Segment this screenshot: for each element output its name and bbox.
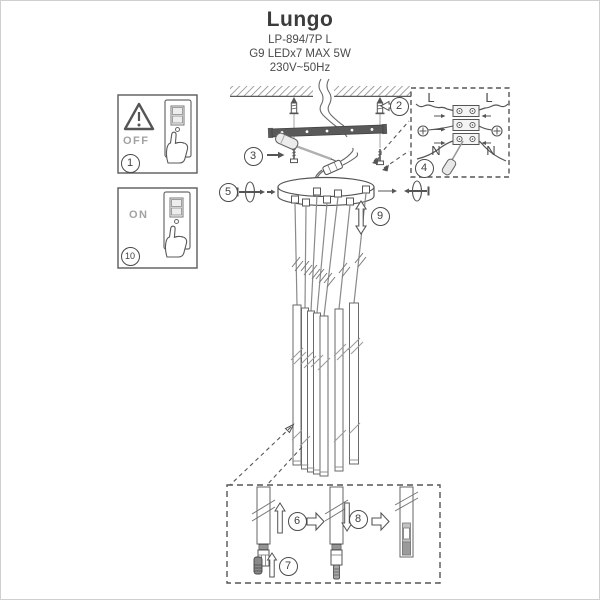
product-title: Lungo xyxy=(266,8,334,31)
assembly-detail-box xyxy=(226,484,441,584)
next-step-arrow xyxy=(371,511,390,532)
step-3-badge: 3 xyxy=(243,146,263,166)
step-10-badge: 10 xyxy=(120,246,140,266)
wire-insert-arrows xyxy=(434,114,491,145)
screwdriver-icon xyxy=(274,132,336,162)
tube-shine-marks xyxy=(290,337,364,447)
rod-with-bulb xyxy=(324,486,349,580)
earth-terminals xyxy=(417,125,503,137)
mounting-bracket xyxy=(267,123,388,139)
wiring-detail-leaders xyxy=(372,120,410,172)
step-7-badge: 7 xyxy=(278,556,298,576)
height-adjust-arrow xyxy=(355,199,367,236)
terminal-blocks xyxy=(452,105,480,145)
canopy-screw-right-icon xyxy=(378,180,430,202)
neutral-label-right: N xyxy=(486,143,496,158)
assembled-rod xyxy=(394,486,419,558)
step-6-badge: 6 xyxy=(287,511,307,531)
cord-break-marks xyxy=(291,252,367,288)
on-label: ON xyxy=(129,209,149,221)
live-wires xyxy=(415,103,509,112)
off-panel-box xyxy=(117,94,198,174)
g9-bulb-icon xyxy=(253,556,263,575)
canopy-screw-left-icon xyxy=(236,181,276,203)
neutral-wires xyxy=(416,140,507,162)
on-panel-box xyxy=(117,187,198,269)
off-label: OFF xyxy=(123,135,150,147)
step-1-badge: 1 xyxy=(120,153,140,173)
neutral-label-left: N xyxy=(431,143,441,158)
small-screwdriver-icon xyxy=(441,140,464,176)
step-2-badge: 2 xyxy=(389,96,409,116)
ceiling-hatch xyxy=(230,86,411,98)
up-arrow xyxy=(274,502,286,534)
suspension-cords xyxy=(294,192,367,317)
next-step-arrow xyxy=(306,511,325,532)
step-5-badge: 5 xyxy=(218,182,238,202)
detail-box-leaders xyxy=(229,423,303,487)
lamp-spec: G9 LEDx7 MAX 5W xyxy=(249,48,351,60)
up-arrow xyxy=(266,552,278,578)
step-4-badge: 4 xyxy=(414,158,434,178)
rod-with-socket xyxy=(251,486,276,567)
step-3-arrow xyxy=(267,151,285,159)
voltage-spec: 230V~50Hz xyxy=(269,62,331,74)
warning-icon xyxy=(123,102,155,131)
live-label-right: L xyxy=(485,90,493,105)
cable-connector xyxy=(313,147,359,182)
pendant-tubes xyxy=(292,302,359,477)
model-number: LP-894/7P L xyxy=(268,34,332,46)
step-8-badge: 8 xyxy=(348,509,368,529)
live-label-left: L xyxy=(427,90,435,105)
step-9-badge: 9 xyxy=(370,206,390,226)
